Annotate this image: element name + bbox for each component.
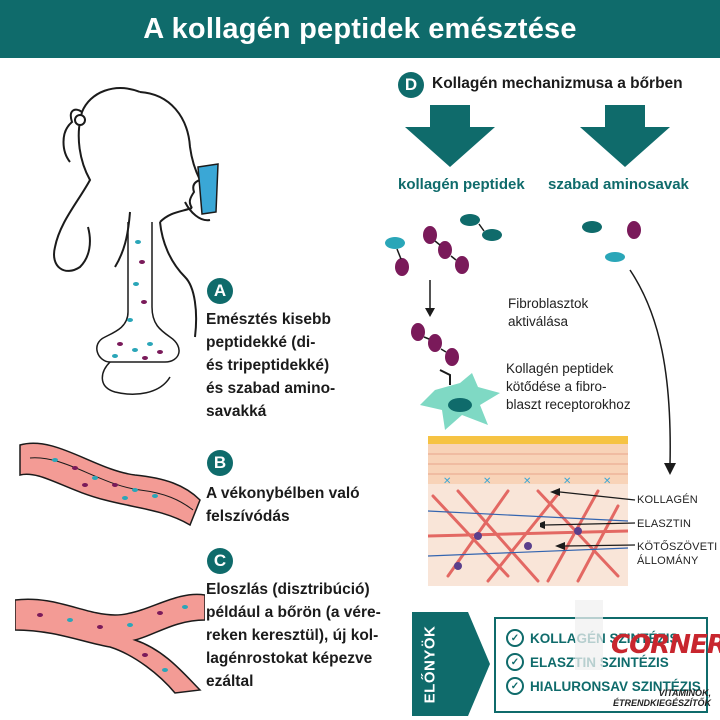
page-title: A kollagén peptidek emésztése <box>0 0 720 58</box>
receptor-binding-note: Kollagén peptidek kötődése a fibro- blas… <box>506 361 631 412</box>
benefit-item-collagen: ✓ KOLLAGÉN SZINTÉZIS <box>506 626 706 650</box>
step-c-text: Eloszlás (disztribúció) például a bőrön … <box>206 581 381 690</box>
check-icon: ✓ <box>506 677 524 695</box>
benefit-item-hyaluronic: ✓ HIALURONSAV SZINTÉZIS <box>506 674 706 698</box>
step-b-text: A vékonybélben való felszívódás <box>206 485 360 525</box>
svg-text:✕: ✕ <box>483 476 491 487</box>
molecule-diagram <box>385 214 676 475</box>
page-title-text: A kollagén peptidek emésztése <box>143 12 577 45</box>
svg-text:✕: ✕ <box>523 476 531 487</box>
blood-vessel-illustration <box>15 593 205 694</box>
benefits-arrow <box>448 612 490 716</box>
peptide-cluster-1 <box>385 237 409 276</box>
label-matrix: KÖTŐSZÖVETI ÁLLOMÁNY <box>637 541 718 567</box>
check-icon: ✓ <box>506 629 524 647</box>
peptide-particles <box>112 240 163 360</box>
label-elastin: ELASZTIN <box>637 518 692 530</box>
skin-pointer-lines <box>540 488 636 550</box>
step-c-badge: C <box>207 548 233 574</box>
intestine-illustration <box>19 442 201 527</box>
logo-name: CORNER <box>611 630 720 660</box>
down-arrow-left <box>405 105 495 167</box>
step-d-heading: Kollagén mechanizmusa a bőrben <box>432 75 683 92</box>
logo-tagline-2: ÉTRENDKIEGÉSZÍTŐK <box>612 698 711 708</box>
check-icon: ✓ <box>506 653 524 671</box>
skin-cross-section: ✕ ✕ ✕ ✕ ✕ <box>428 436 628 586</box>
svg-text:✕: ✕ <box>563 476 571 487</box>
mechanism-arrows <box>405 105 670 167</box>
peptide-cluster-3 <box>460 214 502 241</box>
woman-drinking-illustration <box>53 87 219 395</box>
peptide-cluster-2 <box>423 226 469 274</box>
logo-tagline-1: VITAMINOK, <box>658 688 711 698</box>
svg-text:✕: ✕ <box>443 476 451 487</box>
step-a-badge: A <box>207 278 233 304</box>
fibroblast-activation-note: Fibroblasztok aktiválása <box>508 296 589 329</box>
step-d-badge: D <box>398 72 424 98</box>
svg-text:✕: ✕ <box>603 476 611 487</box>
label-collagen: KOLLAGÉN <box>637 494 698 506</box>
corner-logo: CORNER VITAMINOK, ÉTRENDKIEGÉSZÍTŐK <box>575 600 720 710</box>
free-amino-acids-label: szabad aminosavak <box>548 176 689 193</box>
collagen-peptides-label: kollagén peptidek <box>398 176 525 193</box>
benefits-band: ELŐNYÖK <box>412 612 448 716</box>
step-b-badge: B <box>207 450 233 476</box>
step-a-text: Emésztés kisebb peptidekké (di- és tripe… <box>206 311 336 420</box>
down-arrow-right <box>580 105 670 167</box>
